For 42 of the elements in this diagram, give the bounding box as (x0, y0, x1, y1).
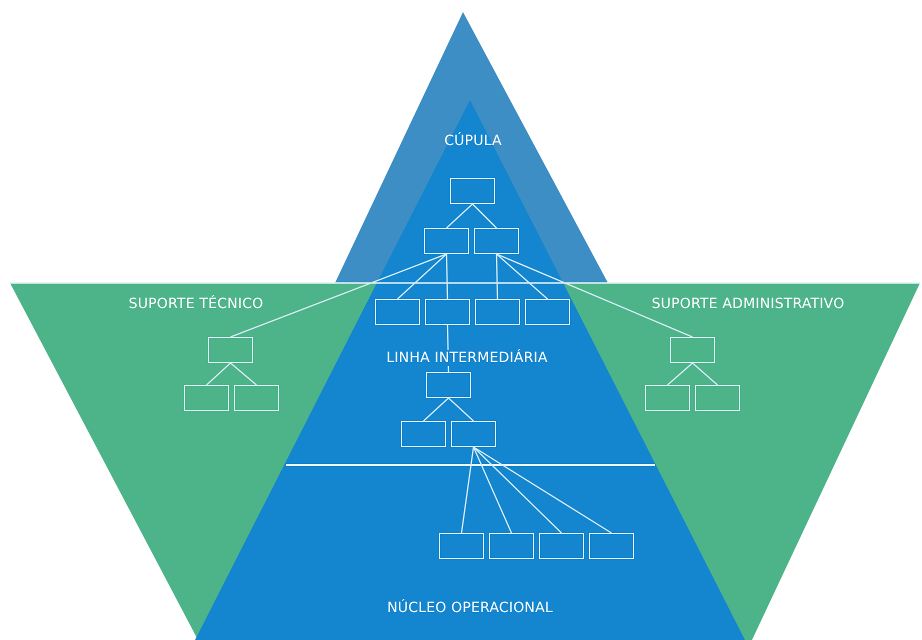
org-box (234, 385, 279, 411)
org-box (474, 228, 519, 254)
org-box (489, 533, 534, 559)
connector-line (472, 446, 512, 534)
org-box (426, 372, 471, 398)
connector-line (472, 204, 497, 228)
level-label: SUPORTE TÉCNICO (128, 296, 264, 312)
org-box (645, 385, 690, 411)
org-box (375, 299, 420, 325)
org-box (539, 533, 584, 559)
connector-line (692, 362, 718, 386)
org-box (450, 178, 495, 204)
connector-line (230, 362, 257, 386)
connector-line (460, 446, 474, 534)
connector-line (446, 204, 473, 228)
org-box (525, 299, 570, 325)
connector-line (473, 446, 612, 534)
connector-line (230, 253, 447, 338)
connector-line (206, 362, 231, 386)
connector-line (473, 446, 562, 534)
connector-line (397, 254, 447, 300)
connector-line (496, 254, 498, 300)
org-box (208, 337, 253, 363)
level-label: NÚCLEO OPERACIONAL (387, 600, 553, 616)
org-box (184, 385, 229, 411)
connector-line (423, 398, 449, 422)
org-box (670, 337, 715, 363)
connector-line (496, 254, 548, 300)
org-box (589, 533, 634, 559)
level-label: SUPORTE ADMINISTRATIVO (652, 296, 844, 312)
connector-line (446, 254, 448, 300)
org-box (451, 421, 496, 447)
org-box (695, 385, 740, 411)
org-box (425, 299, 470, 325)
connector-line (448, 398, 474, 422)
connector-line (667, 362, 693, 386)
org-box (475, 299, 520, 325)
org-box (439, 533, 484, 559)
connector-line (496, 253, 693, 338)
org-box (424, 228, 469, 254)
org-box (401, 421, 446, 447)
level-label: CÚPULA (444, 133, 502, 149)
